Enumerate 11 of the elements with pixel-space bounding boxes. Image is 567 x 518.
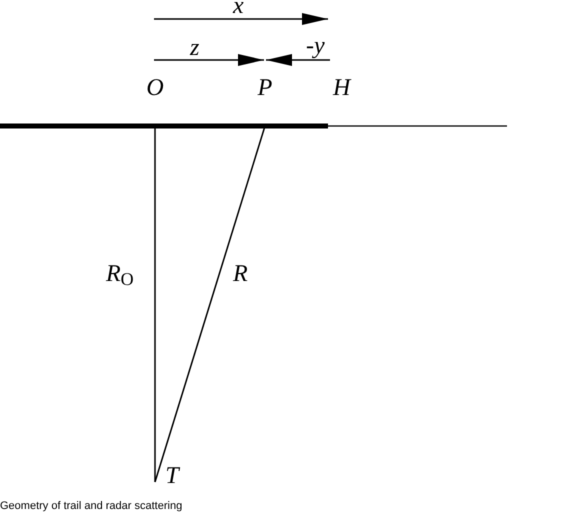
caption: Geometry of trail and radar scattering [0, 500, 182, 512]
point-label: T [165, 464, 179, 488]
edge-label: R$_{O}$ [106, 262, 134, 288]
range-line [154, 126, 266, 482]
dimension-label: z [190, 36, 200, 60]
point-label: P [258, 76, 272, 100]
range-line [154, 126, 156, 482]
point-label: H [333, 76, 350, 100]
dimension-label: x [233, 0, 244, 18]
dimension-label: -y [306, 34, 325, 58]
point-label: O [146, 76, 164, 100]
